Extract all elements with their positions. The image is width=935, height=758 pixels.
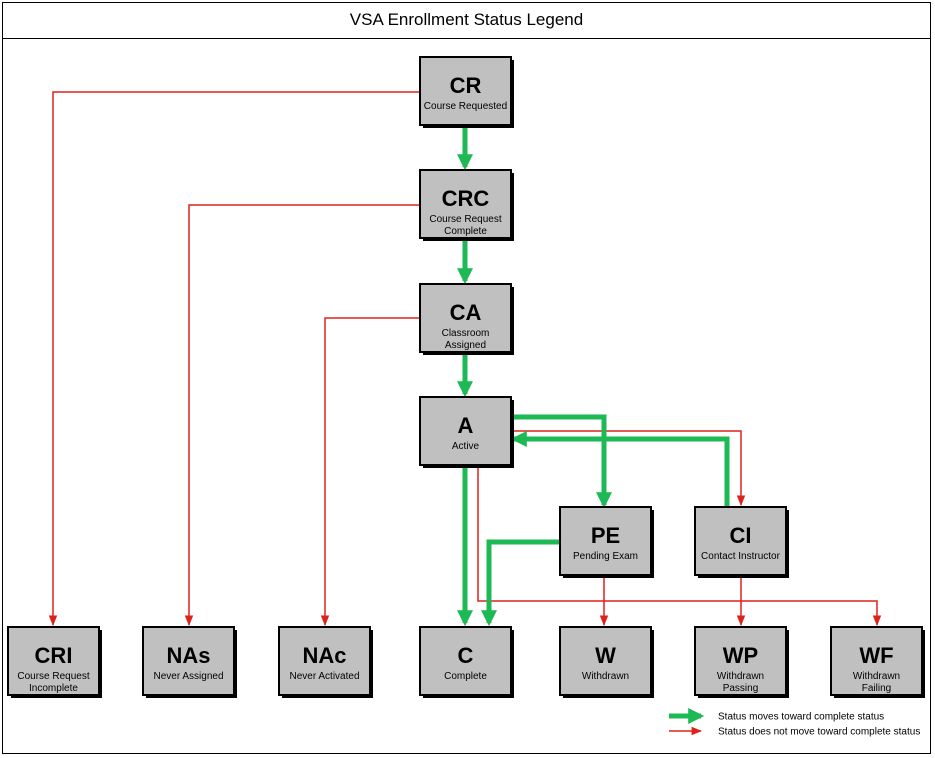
node-label: Contact Instructor — [701, 551, 781, 562]
node-box — [419, 169, 512, 239]
node-label: Course Request — [17, 671, 89, 682]
node-label: Active — [452, 441, 480, 452]
node-label: Withdrawn — [853, 671, 900, 682]
edge-cr-to-cri — [48, 91, 420, 627]
status-node-c: C Complete — [419, 626, 514, 698]
node-box — [559, 626, 652, 696]
node-label: Passing — [723, 683, 759, 694]
node-code: CR — [450, 73, 482, 98]
node-label: Classroom — [442, 328, 490, 339]
node-label: Course Requested — [424, 101, 507, 112]
node-box — [419, 283, 512, 353]
node-label: Never Assigned — [153, 671, 223, 682]
node-label: Complete — [444, 226, 487, 237]
node-code: CA — [450, 300, 482, 325]
node-box — [694, 506, 787, 576]
legend-label-green: Status moves toward complete status — [718, 712, 884, 723]
node-box — [830, 626, 923, 696]
edge-a-to-wf — [477, 465, 882, 627]
edge-ci-to-a — [510, 430, 730, 507]
status-node-cr: CR Course Requested — [419, 56, 514, 128]
node-code: NAc — [302, 643, 346, 668]
node-code: C — [458, 643, 474, 668]
node-box — [694, 626, 787, 696]
node-label: Incomplete — [29, 683, 78, 694]
node-label: Complete — [444, 671, 487, 682]
node-code: NAs — [166, 643, 210, 668]
status-node-w: W Withdrawn — [559, 626, 654, 698]
node-box — [419, 626, 512, 696]
node-label: Never Activated — [289, 671, 359, 682]
node-code: W — [595, 643, 616, 668]
edge-ca-to-nac — [320, 317, 420, 627]
status-node-pe: PE Pending Exam — [559, 506, 654, 578]
edge-a-to-pe — [511, 414, 613, 509]
edge-a-to-ci — [511, 430, 746, 507]
node-code: CRC — [442, 186, 490, 211]
node-code: WF — [859, 643, 893, 668]
node-box — [278, 626, 371, 696]
legend-label-red: Status does not move toward complete sta… — [718, 727, 920, 738]
node-box — [7, 626, 100, 696]
node-code: WP — [723, 643, 758, 668]
node-box — [559, 506, 652, 576]
node-label: Pending Exam — [573, 551, 638, 562]
node-code: A — [458, 413, 474, 438]
edge-crc-to-nas — [184, 204, 420, 627]
diagram-title: VSA Enrollment Status Legend — [2, 2, 931, 39]
node-label: Course Request — [429, 214, 501, 225]
node-label: Failing — [862, 683, 891, 694]
node-code: CI — [730, 523, 752, 548]
node-label: Withdrawn — [582, 671, 629, 682]
node-box — [419, 396, 512, 466]
status-node-a: A Active — [419, 396, 514, 468]
status-node-ci: CI Contact Instructor — [694, 506, 789, 578]
node-code: CRI — [35, 643, 73, 668]
node-label: Assigned — [445, 340, 486, 351]
node-box — [419, 56, 512, 126]
node-label: Withdrawn — [717, 671, 764, 682]
edge-pe-to-c — [480, 539, 560, 627]
node-code: PE — [591, 523, 620, 548]
node-box — [142, 626, 235, 696]
